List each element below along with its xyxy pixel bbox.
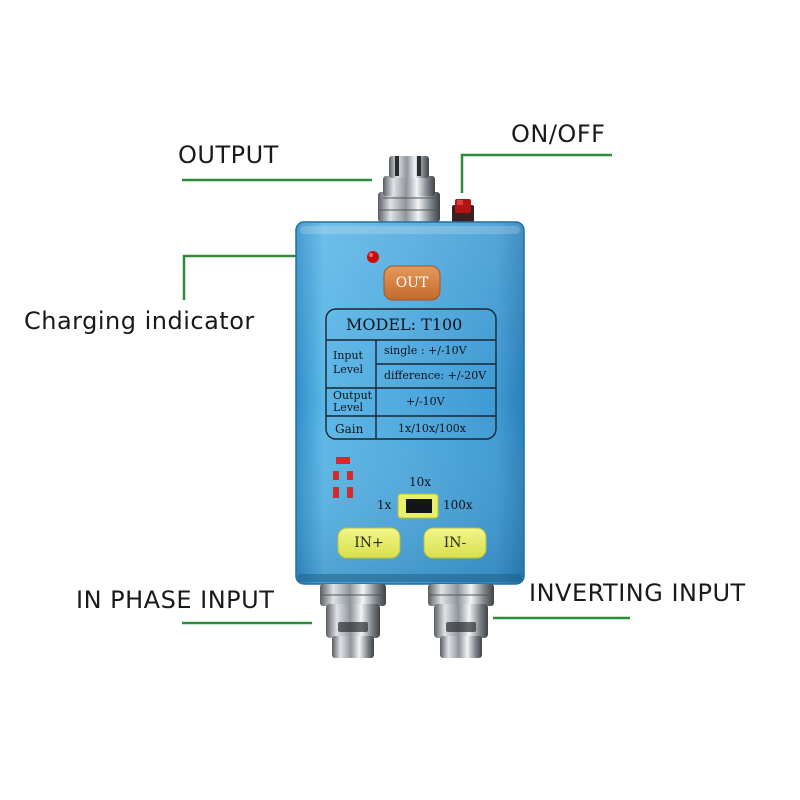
charging-led: [367, 251, 379, 263]
power-button: [452, 199, 474, 225]
switch-label-10x: 10x: [409, 475, 432, 489]
output-bnc-connector: [378, 156, 440, 222]
out-button-bg: [383, 265, 441, 301]
out-button-label: OUT: [395, 275, 429, 291]
gain-switch: [397, 493, 439, 519]
model-label: MODEL: T100: [346, 315, 463, 334]
difference-input-spec: difference: +/-20V: [384, 369, 487, 382]
callout-lines: [182, 153, 630, 625]
gain-value: 1x/10x/100x: [398, 422, 467, 435]
inverting-input-label: INVERTING INPUT: [529, 579, 746, 607]
in-plus-button-bg: [337, 527, 401, 559]
onoff-callout-line: [460, 153, 612, 193]
switch-label-1x: 1x: [377, 498, 392, 512]
output-level-label-line2: Level: [333, 401, 364, 414]
input-level-label-line2: Level: [333, 363, 364, 376]
spec-table: [325, 308, 497, 440]
in-plus-button-label: IN+: [354, 535, 384, 551]
input-level-label-line1: Input: [333, 349, 363, 362]
inverting-bnc-connector: [428, 584, 494, 658]
output-level-value: +/-10V: [406, 395, 445, 408]
gain-label: Gain: [335, 422, 364, 436]
in-minus-button-label: IN-: [443, 535, 467, 551]
charging-indicator-label: Charging indicator: [24, 307, 255, 335]
switch-label-100x: 100x: [443, 498, 473, 512]
single-input-spec: single : +/-10V: [384, 344, 467, 357]
on-off-label: ON/OFF: [511, 120, 606, 148]
output-level-label-line1: Output: [333, 389, 373, 402]
in-phase-bnc-connector: [320, 584, 386, 658]
in-phase-input-label: IN PHASE INPUT: [76, 586, 275, 614]
jumper-icon: [333, 457, 353, 498]
output-label: OUTPUT: [178, 141, 279, 169]
in-minus-button-bg: [423, 527, 487, 559]
